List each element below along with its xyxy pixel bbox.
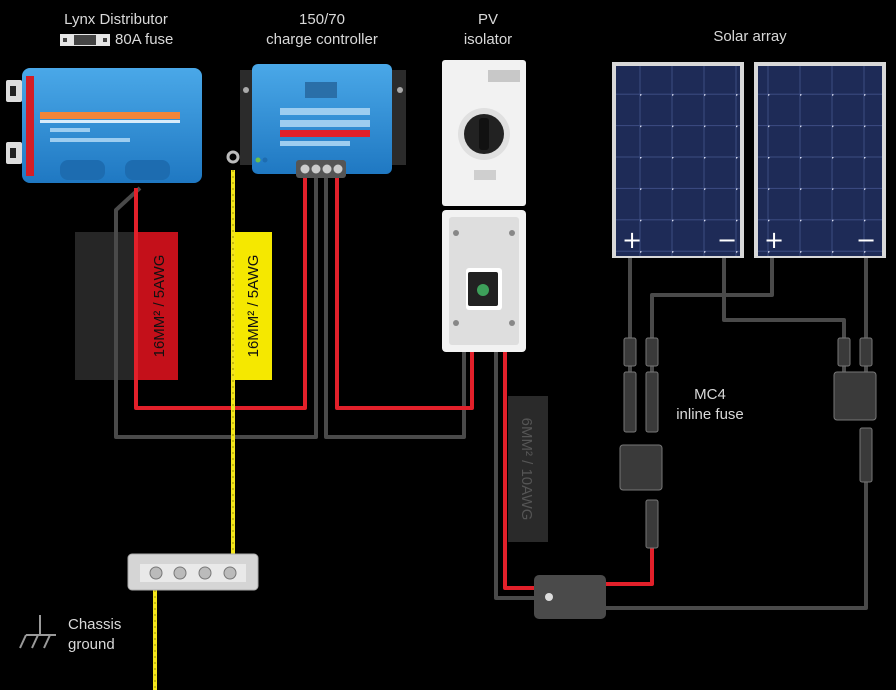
wire-mppt-pv-pos: [335, 173, 474, 410]
mc4-connectors: [619, 337, 877, 549]
mc4-title: MC4: [694, 386, 726, 403]
mppt-title: 150/70: [299, 11, 345, 28]
branch-connector: [534, 575, 606, 619]
wire-lynx-pos: [134, 173, 307, 410]
grey-cable-tag: 6MM² / 10AWG: [508, 396, 548, 542]
pv-isolator-subtitle: isolator: [463, 31, 513, 48]
wire-isolator-neg-out: [494, 340, 540, 600]
mppt-subtitle: charge controller: [266, 31, 378, 48]
pv-isolator: [442, 60, 526, 352]
dark-tag-left: [75, 232, 140, 380]
mc4-subtitle: inline fuse: [676, 406, 744, 423]
lynx-distributor: [6, 68, 202, 183]
red-cable-tag-text: 16MM² / 5AWG: [151, 255, 168, 358]
ground-busbar: [127, 553, 259, 591]
wire-lynx-neg: [114, 173, 318, 439]
ground-wires: [153, 170, 235, 690]
pv-isolator-title: PV: [477, 11, 498, 28]
panel-1-plus-sign: +: [622, 226, 642, 254]
chassis-title: Chassis: [68, 616, 122, 633]
solar-array-title: Solar array: [713, 28, 787, 45]
lynx-title: Lynx Distributor: [64, 11, 168, 28]
mppt-charge-controller: [240, 64, 406, 178]
grey-cable-tag-text: 6MM² / 10AWG: [518, 418, 535, 521]
positive-wires: [134, 173, 654, 596]
wire-combiner-neg: [570, 482, 868, 610]
wire-panel1-neg: [722, 258, 846, 395]
panel-2-plus-sign: +: [764, 226, 784, 254]
panel-2-minus-sign: −: [856, 226, 876, 254]
panel-1-minus-sign: −: [717, 226, 737, 254]
wire-isolator-pos-out: [503, 340, 540, 590]
solar-panel-1: + −: [612, 62, 744, 258]
yellow-cable-tag-text: 16MM² / 5AWG: [245, 255, 262, 358]
lynx-fuse-label: 80A fuse: [115, 31, 174, 48]
ground-icon: [19, 615, 56, 649]
fuse-icon: [60, 34, 110, 46]
ring-terminal: [226, 150, 240, 164]
red-cable-tag: 16MM² / 5AWG: [138, 232, 178, 380]
yellow-cable-tag: 16MM² / 5AWG: [232, 232, 272, 380]
wire-mppt-pv-neg: [324, 173, 466, 439]
chassis-subtitle: ground: [68, 636, 115, 653]
solar-panel-2: + −: [754, 62, 886, 258]
